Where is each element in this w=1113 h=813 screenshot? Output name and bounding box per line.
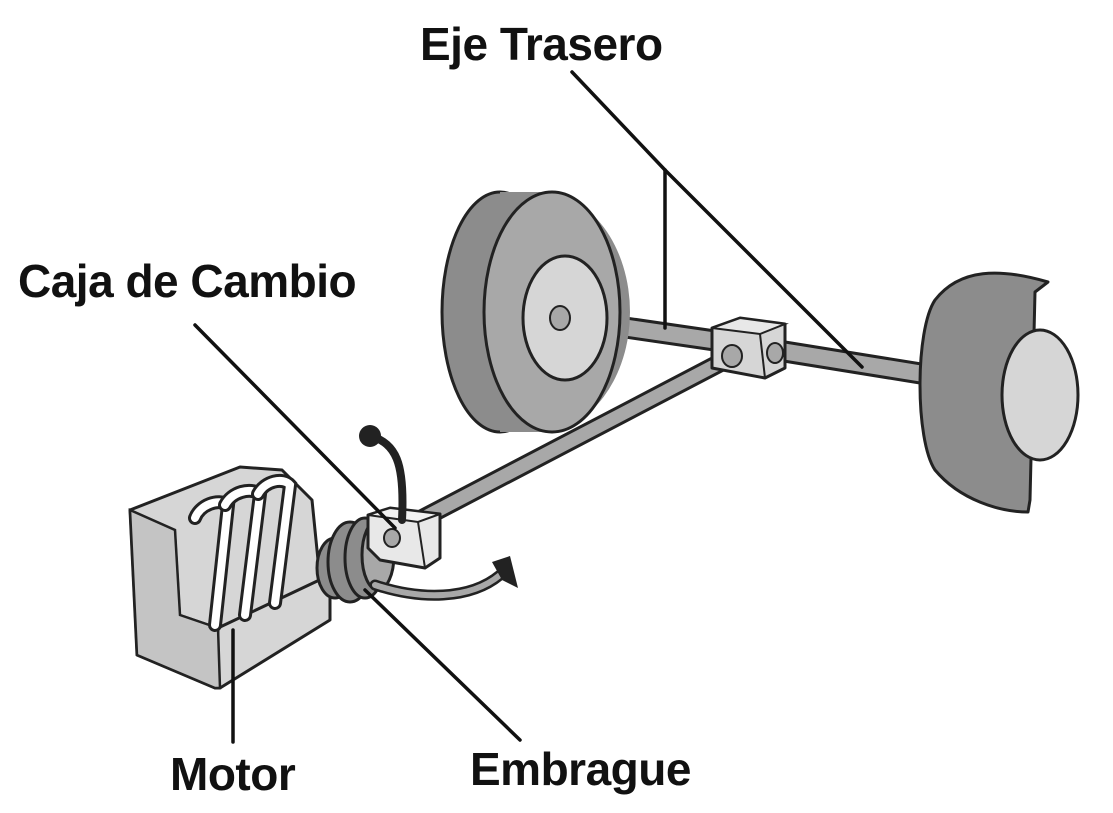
label-engine: Motor xyxy=(170,748,296,800)
gearbox xyxy=(359,425,442,570)
leader-lines xyxy=(193,70,864,744)
leader-gearbox xyxy=(193,323,397,530)
leader-clutch xyxy=(363,588,522,742)
leader-rear-axle-3 xyxy=(663,168,864,369)
label-rear-axle: Eje Trasero xyxy=(420,18,663,70)
drive-shaft xyxy=(400,345,745,535)
right-rear-wheel xyxy=(918,271,1080,514)
label-gearbox: Caja de Cambio xyxy=(18,255,356,307)
label-clutch: Embrague xyxy=(470,743,691,795)
differential xyxy=(710,316,789,380)
gear-knob xyxy=(359,425,381,447)
leader-rear-axle-1 xyxy=(570,70,667,172)
engine-manifold xyxy=(188,473,298,632)
clutch-linkage xyxy=(369,556,518,601)
engine-block xyxy=(128,465,332,690)
left-rear-wheel xyxy=(440,190,630,434)
